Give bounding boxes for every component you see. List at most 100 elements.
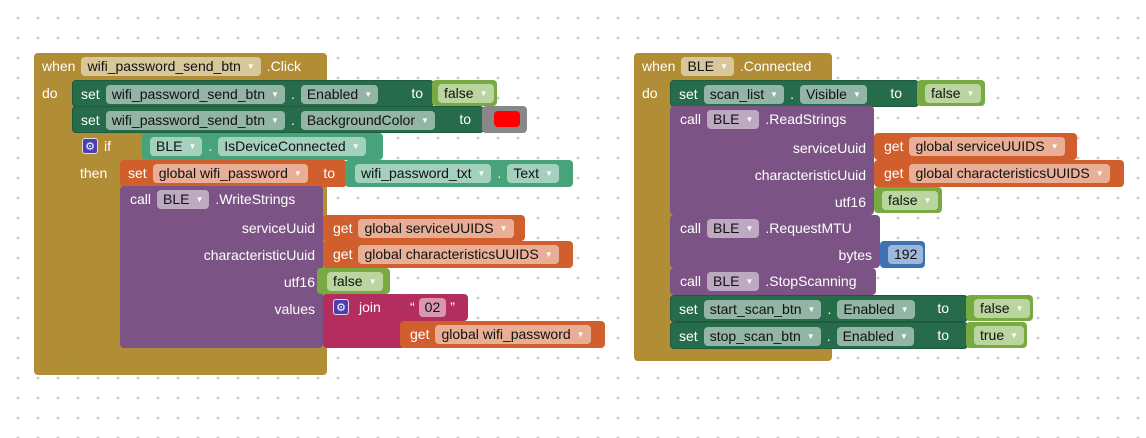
dropdown-arrow-icon: ▼ bbox=[966, 88, 975, 98]
component-dropdown[interactable]: BLE▼ bbox=[707, 218, 760, 238]
dropdown-value: true bbox=[980, 326, 1005, 343]
boolean-block[interactable]: false▼ bbox=[874, 187, 942, 213]
method-name: .StopScanning bbox=[765, 273, 857, 289]
component-dropdown[interactable]: wifi_password_txt ▼ bbox=[355, 163, 492, 183]
set-enabled-block[interactable]: set wifi_password_send_btn▼ . Enabled▼ t… bbox=[72, 80, 434, 107]
dot: . bbox=[290, 112, 295, 128]
component-dropdown[interactable]: BLE▼ bbox=[681, 56, 734, 76]
dropdown-value: stop_scan_btn bbox=[709, 327, 801, 344]
boolean-block[interactable]: false▼ bbox=[317, 268, 390, 294]
do-label: do bbox=[42, 85, 58, 101]
property-dropdown[interactable]: IsDeviceConnected▼ bbox=[218, 136, 366, 156]
boolean-dropdown[interactable]: false▼ bbox=[438, 83, 494, 103]
dot: . bbox=[290, 86, 295, 102]
dropdown-arrow-icon: ▼ bbox=[477, 168, 486, 178]
set-global-variable-block[interactable]: set global wifi_password▼ to bbox=[120, 160, 347, 187]
dropdown-value: wifi_password_send_btn bbox=[111, 111, 266, 128]
stop-scanning-call-block[interactable]: call BLE▼ .StopScanning bbox=[670, 268, 876, 295]
join-block[interactable]: ⚙join bbox=[323, 294, 405, 348]
dropdown-value: global serviceUUIDS bbox=[915, 137, 1045, 154]
variable-dropdown[interactable]: global characteristicsUUIDS▼ bbox=[358, 244, 559, 264]
call-label: call bbox=[130, 191, 152, 207]
mutator-gear-icon[interactable]: ⚙ bbox=[333, 299, 349, 315]
boolean-dropdown[interactable]: true▼ bbox=[974, 325, 1025, 345]
method-name: .WriteStrings bbox=[215, 191, 296, 207]
color-block[interactable] bbox=[482, 106, 527, 133]
number-input[interactable]: 192 bbox=[888, 244, 924, 264]
component-dropdown[interactable]: wifi_password_send_btn▼ bbox=[105, 84, 285, 104]
dropdown-value: BLE bbox=[163, 190, 190, 207]
component-dropdown[interactable]: stop_scan_btn▼ bbox=[703, 326, 821, 346]
call-label: call bbox=[680, 220, 702, 236]
dropdown-arrow-icon: ▼ bbox=[351, 141, 360, 151]
get-label: get bbox=[333, 220, 353, 236]
boolean-block[interactable]: true▼ bbox=[966, 322, 1027, 348]
dropdown-arrow-icon: ▼ bbox=[576, 329, 585, 339]
boolean-dropdown[interactable]: false▼ bbox=[882, 190, 938, 210]
boolean-block[interactable]: false▼ bbox=[966, 295, 1033, 321]
dropdown-value: wifi_password_txt bbox=[361, 164, 472, 181]
set-visible-block[interactable]: set scan_list▼ . Visible▼ to bbox=[670, 80, 919, 107]
text-property-getter[interactable]: wifi_password_txt▼ . Text▼ bbox=[345, 160, 573, 187]
component-dropdown[interactable]: BLE▼ bbox=[707, 271, 760, 291]
dropdown-arrow-icon: ▼ bbox=[1095, 168, 1104, 178]
quote-close: ” bbox=[450, 299, 455, 315]
variable-dropdown[interactable]: global serviceUUIDS▼ bbox=[358, 218, 514, 238]
set-label: set bbox=[81, 112, 100, 128]
component-dropdown[interactable]: start_scan_btn▼ bbox=[703, 299, 822, 319]
component-dropdown[interactable]: BLE▼ bbox=[707, 109, 760, 129]
variable-dropdown[interactable]: global serviceUUIDS ▼ bbox=[909, 136, 1065, 156]
dropdown-arrow-icon: ▼ bbox=[1015, 303, 1024, 313]
variable-dropdown[interactable]: global wifi_password▼ bbox=[152, 163, 308, 183]
variable-dropdown[interactable]: global wifi_password▼ bbox=[435, 324, 591, 344]
boolean-block[interactable]: false▼ bbox=[917, 80, 985, 106]
boolean-block[interactable]: false▼ bbox=[432, 80, 497, 106]
property-dropdown[interactable]: Enabled▼ bbox=[300, 84, 379, 104]
component-dropdown[interactable]: wifi_password_send_btn▼ bbox=[81, 56, 261, 76]
request-mtu-call-block[interactable]: call BLE▼ .RequestMTU bytes bbox=[670, 215, 880, 268]
to-label: to bbox=[937, 300, 949, 316]
component-dropdown[interactable]: wifi_password_send_btn▼ bbox=[105, 110, 285, 130]
dot: . bbox=[790, 86, 794, 102]
color-swatch[interactable] bbox=[494, 111, 520, 127]
component-dropdown[interactable]: BLE▼ bbox=[150, 136, 203, 156]
number-block[interactable]: 192 bbox=[880, 241, 925, 268]
dropdown-value: BackgroundColor bbox=[306, 111, 415, 128]
dropdown-arrow-icon: ▼ bbox=[745, 223, 754, 233]
property-dropdown[interactable]: Visible▼ bbox=[799, 84, 867, 104]
set-backgroundcolor-block[interactable]: set wifi_password_send_btn▼ . Background… bbox=[72, 106, 484, 133]
property-dropdown[interactable]: Enabled▼ bbox=[837, 299, 915, 319]
dropdown-arrow-icon: ▼ bbox=[364, 89, 373, 99]
dropdown-value: BLE bbox=[713, 110, 740, 127]
set-enabled-block[interactable]: set stop_scan_btn▼ . Enabled▼ to bbox=[670, 322, 968, 349]
dropdown-arrow-icon: ▼ bbox=[770, 89, 779, 99]
read-strings-call-block[interactable]: call BLE▼ .ReadStrings serviceUuid chara… bbox=[670, 106, 874, 215]
write-strings-call-block[interactable]: call BLE▼ .WriteStrings serviceUuid char… bbox=[120, 186, 323, 348]
dropdown-arrow-icon: ▼ bbox=[1050, 141, 1059, 151]
param-label-characteristicuuid: characteristicUuid bbox=[754, 167, 866, 183]
dropdown-value: global characteristicsUUIDS bbox=[915, 164, 1090, 181]
component-dropdown[interactable]: scan_list▼ bbox=[703, 84, 785, 104]
variable-dropdown[interactable]: global characteristicsUUIDS ▼ bbox=[909, 163, 1110, 183]
get-variable-block[interactable]: get global serviceUUIDS▼ bbox=[323, 215, 525, 241]
component-dropdown[interactable]: BLE▼ bbox=[157, 189, 210, 209]
property-dropdown[interactable]: Enabled▼ bbox=[836, 326, 914, 346]
set-enabled-block[interactable]: set start_scan_btn▼ . Enabled▼ to bbox=[670, 295, 968, 322]
mutator-gear-icon[interactable]: ⚙ bbox=[82, 138, 98, 154]
dropdown-value: global wifi_password bbox=[158, 164, 288, 181]
boolean-dropdown[interactable]: false▼ bbox=[327, 271, 383, 291]
text-string-block[interactable]: “02” bbox=[400, 294, 468, 321]
is-device-connected-getter[interactable]: BLE▼ . IsDeviceConnected▼ bbox=[142, 133, 383, 160]
boolean-dropdown[interactable]: false▼ bbox=[925, 83, 981, 103]
dropdown-arrow-icon: ▼ bbox=[421, 115, 429, 125]
text-input[interactable]: 02 bbox=[418, 297, 447, 317]
property-dropdown[interactable]: Text▼ bbox=[507, 163, 559, 183]
boolean-dropdown[interactable]: false▼ bbox=[974, 298, 1030, 318]
to-label: to bbox=[890, 85, 902, 101]
property-dropdown[interactable]: BackgroundColor ▼ bbox=[300, 110, 435, 130]
dot: . bbox=[826, 328, 831, 344]
